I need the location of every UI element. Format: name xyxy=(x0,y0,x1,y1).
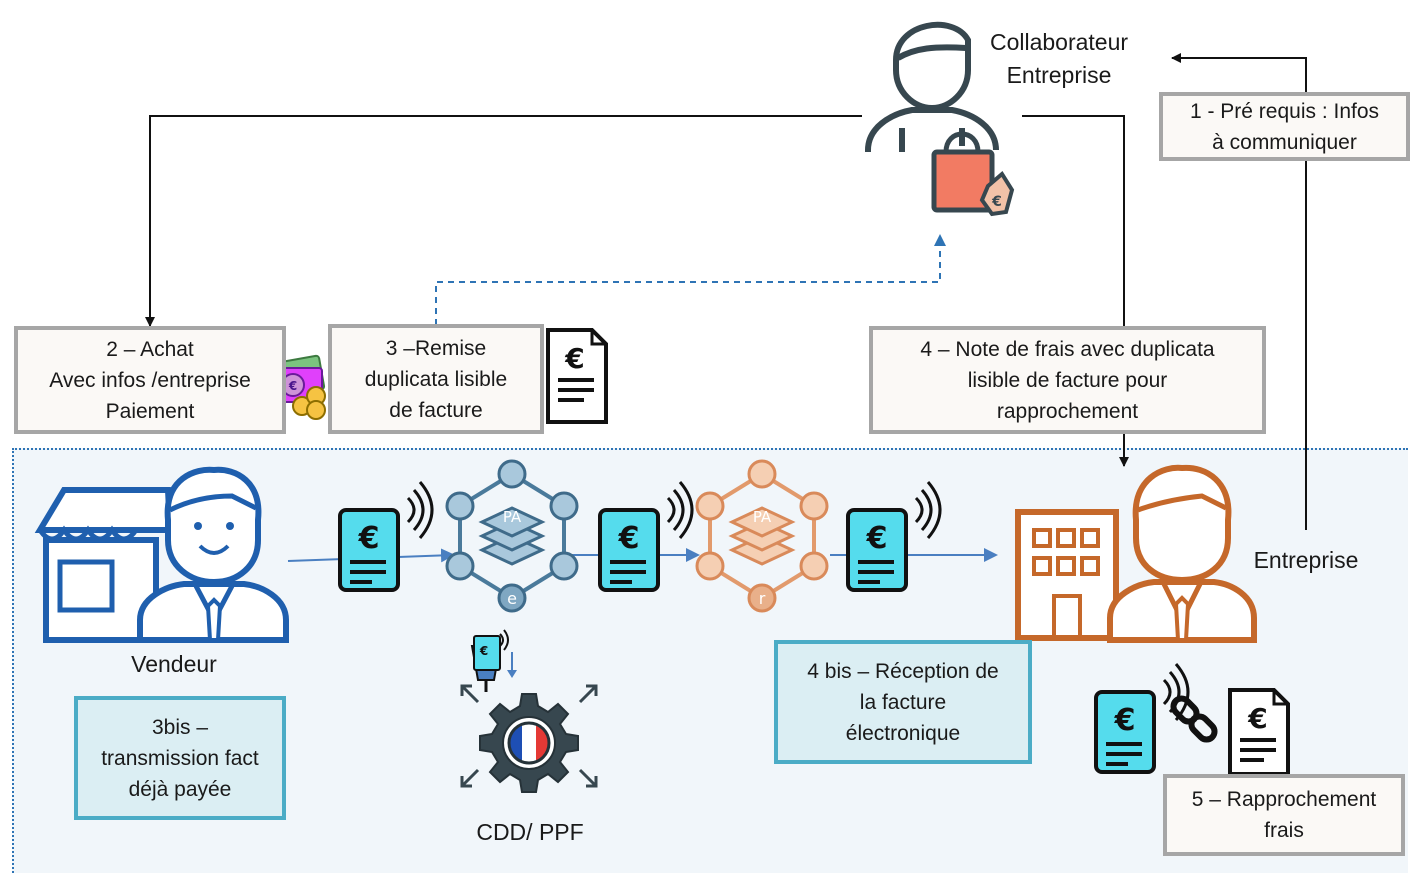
svg-text:PA: PA xyxy=(753,508,772,526)
collaborateur-label: Collaborateur Entreprise xyxy=(989,29,1129,88)
connector-step3-dashed xyxy=(435,234,946,325)
step3-remise-box: 3 –Remise duplicata lisible de facture xyxy=(328,324,544,434)
svg-text:€: € xyxy=(564,342,584,375)
shopping-bag-icon: € xyxy=(931,131,1015,217)
e-invoice-icon-4 xyxy=(1094,662,1190,774)
cdd-ppf-label: CDD/ PPF xyxy=(476,819,584,845)
svg-text:€: € xyxy=(288,379,297,393)
e-invoice-icon-2 xyxy=(598,480,694,592)
entreprise-person-icon xyxy=(1107,464,1257,643)
paper-invoice-icon-2: € xyxy=(1228,688,1290,776)
step4bis-reception-box: 4 bis – Réception de la facture électron… xyxy=(774,640,1032,764)
connector-step4-top xyxy=(1022,115,1125,326)
connector-step1 xyxy=(1171,53,1307,530)
cdd-ppf-icon: € xyxy=(460,629,598,793)
step2-achat-box: 2 – Achat Avec infos /entreprise Paiemen… xyxy=(14,326,286,434)
step4-note-de-frais-box: 4 – Note de frais avec duplicata lisible… xyxy=(869,326,1266,434)
svg-text:e: e xyxy=(507,589,517,608)
pa-emission-icon: PA e xyxy=(445,459,579,613)
collaborateur-icon xyxy=(865,21,999,152)
connector-step2 xyxy=(145,115,862,327)
step1-prerequis-box: 1 - Pré requis : Infos à communiquer xyxy=(1159,92,1410,161)
vendeur-label: Vendeur xyxy=(131,651,217,677)
svg-text:€: € xyxy=(991,194,1002,210)
svg-text:€: € xyxy=(1247,702,1267,735)
entreprise-building-icon xyxy=(1015,509,1119,641)
svg-text:PA: PA xyxy=(503,508,522,526)
svg-text:€: € xyxy=(479,644,488,658)
pa-reception-icon: PA r xyxy=(695,459,829,613)
e-invoice-icon-3 xyxy=(846,480,942,592)
entreprise-label: Entreprise xyxy=(1253,547,1359,573)
chain-link-icon xyxy=(1170,695,1218,743)
e-invoice-icon-1 xyxy=(338,480,434,592)
step3bis-transmission-box: 3bis – transmission fact déjà payée xyxy=(74,696,286,820)
svg-text:r: r xyxy=(759,589,766,608)
step5-rapprochement-box: 5 – Rapprochement frais xyxy=(1163,774,1405,856)
vendeur-person-icon xyxy=(137,466,289,643)
paper-invoice-icon: € xyxy=(546,328,608,424)
